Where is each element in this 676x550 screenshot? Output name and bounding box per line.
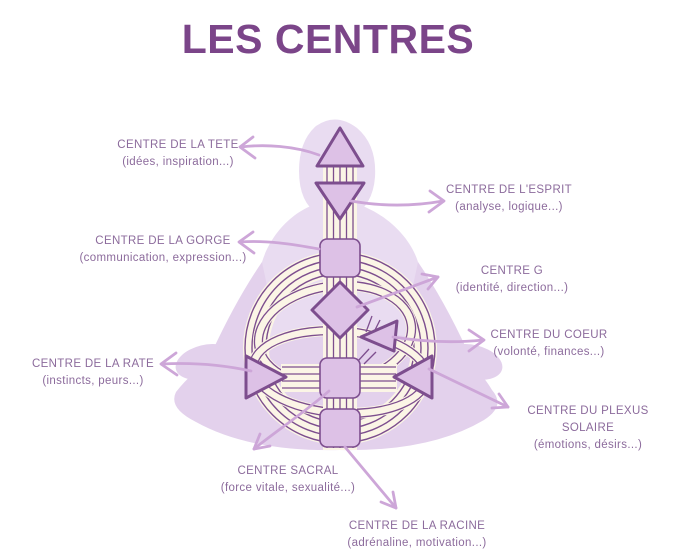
center-name: CENTRE SACRAL [237,465,339,477]
center-label-gorge: CENTRE DE LA GORGE (communication, expre… [58,233,268,267]
center-keywords: (identité, direction...) [455,282,569,294]
root-center-shape [319,408,361,448]
center-keywords: (force vitale, sexualité...) [220,482,356,494]
solar-plexus-center-shape [392,354,434,400]
center-label-coeur: CENTRE DU COEUR (volonté, finances...) [464,327,634,361]
center-label-plexus: CENTRE DU PLEXUS SOLAIRE (émotions, dési… [500,403,676,454]
arrow-tete [238,135,321,160]
arrow-g [355,272,440,309]
center-label-esprit: CENTRE DE L'ESPRIT (analyse, logique...) [424,182,594,216]
arrow-coeur [391,328,486,353]
throat-center-shape [319,238,361,278]
center-name: CENTRE DE L'ESPRIT [445,184,573,196]
center-label-sacral: CENTRE SACRAL (force vitale, sexualité..… [198,463,378,497]
center-name: CENTRE DE LA RATE [31,358,155,370]
arrow-rate [159,351,253,377]
head-center-shape [315,126,365,168]
center-keywords: (volonté, finances...) [493,346,605,358]
center-name: CENTRE DE LA GORGE [95,235,231,247]
page-title: LES CENTRES [181,16,475,62]
arrow-plexus [427,367,510,410]
center-keywords: (instincts, peurs...) [42,375,144,387]
center-keywords: (émotions, désirs...) [533,439,643,451]
arrow-gorge [237,230,321,255]
center-keywords: (adrénaline, motivation...) [347,537,487,549]
spleen-center-shape [244,354,288,400]
center-keywords: (idées, inspiration...) [122,156,234,168]
center-name: CENTRE G [480,265,544,277]
center-label-tete: CENTRE DE LA TETE (idées, inspiration...… [88,137,268,171]
center-keywords: (communication, expression...) [79,252,247,264]
center-name: CENTRE DU COEUR [490,329,608,341]
center-keywords: (analyse, logique...) [455,201,563,213]
sacral-center-shape [319,357,361,399]
center-label-rate: CENTRE DE LA RATE (instincts, peurs...) [8,356,178,390]
center-name: CENTRE DE LA TETE [117,139,239,151]
channel-horizontal-right [357,364,397,392]
silhouette-left-arm [212,262,270,370]
g-center-shape [310,280,370,340]
arrow-sacral [252,389,331,451]
center-name: CENTRE DE LA RACINE [348,520,486,532]
arrow-racine [343,445,398,510]
channel-horizontal-left [281,364,323,392]
center-label-racine: CENTRE DE LA RACINE (adrénaline, motivat… [327,518,507,550]
arrow-esprit [349,189,446,214]
center-name: CENTRE DU PLEXUS SOLAIRE [527,405,649,434]
center-label-g: CENTRE G (identité, direction...) [427,263,597,297]
